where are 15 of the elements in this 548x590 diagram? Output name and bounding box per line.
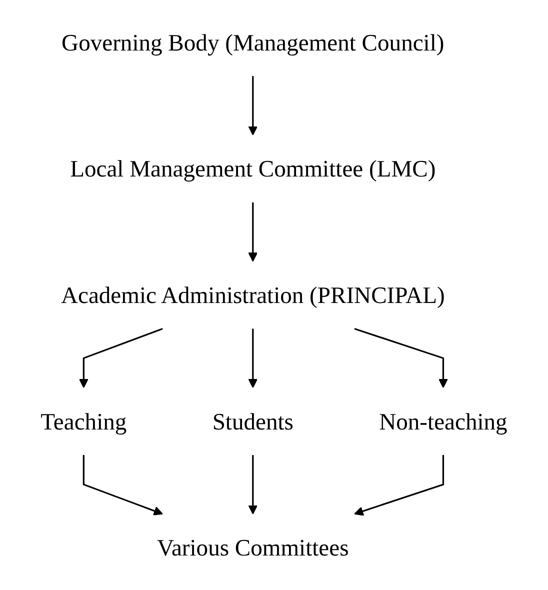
arrow [248,328,258,388]
node-text: Governing Body (Management Council) [62,28,444,56]
arrow [82,455,163,516]
node-text: Students [212,408,294,435]
arrow [248,455,258,514]
node-text: Teaching [40,408,127,435]
node-text: Academic Administration (PRINCIPAL) [60,282,445,308]
node-text: Various Committees [157,534,349,562]
arrow [354,455,444,516]
node-text: Non-teaching [379,408,508,435]
arrow [248,76,258,136]
node-text: Local Management Committee (LMC) [70,155,436,182]
arrow [248,202,258,262]
arrow [78,328,163,388]
arrow [354,328,448,388]
